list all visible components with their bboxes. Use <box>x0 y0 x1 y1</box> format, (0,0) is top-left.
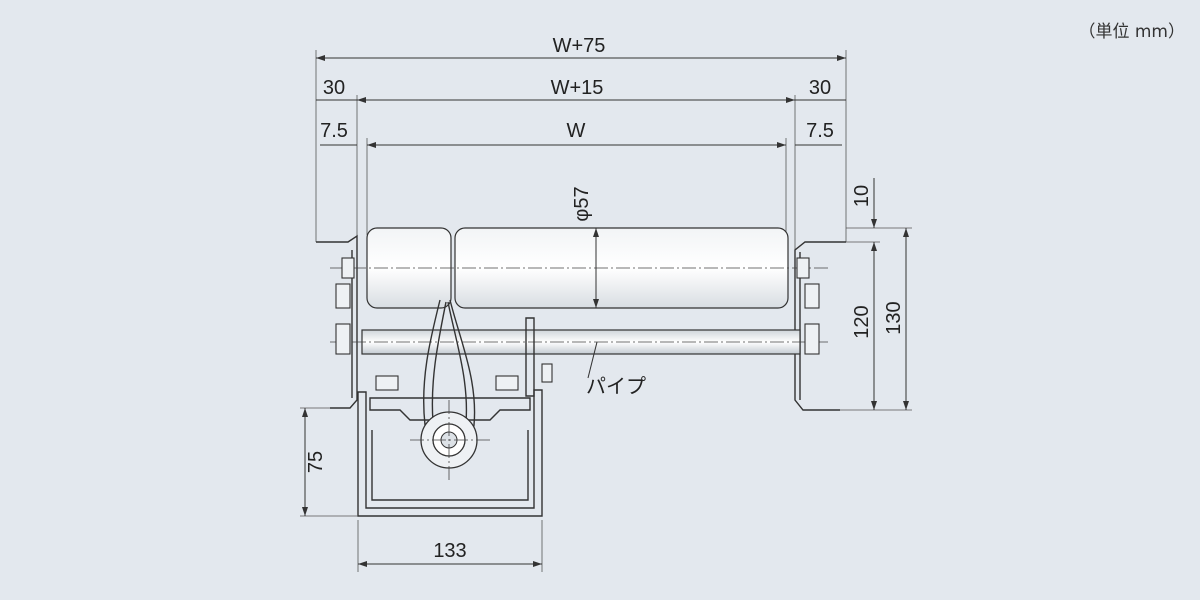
bolts <box>335 257 820 391</box>
dim-left-offset: 30 <box>323 77 345 99</box>
dim-top-gap: 10 <box>851 185 873 207</box>
dim-stand-width: 133 <box>433 540 466 562</box>
bolt-head <box>335 323 351 355</box>
unit-label: （単位 mm） <box>1078 22 1185 42</box>
bolt-head <box>375 375 399 391</box>
dim-inner: W+15 <box>551 77 604 99</box>
stand-width-dimension: 133 <box>358 540 542 567</box>
dim-left-gap: 7.5 <box>320 120 348 142</box>
stand-height-dimension: 75 <box>302 408 327 516</box>
bolt-head <box>341 257 355 279</box>
bolt-head <box>541 363 553 383</box>
dim-height-120: 120 <box>851 305 873 338</box>
dim-diameter: φ57 <box>571 186 593 221</box>
extension-lines <box>315 50 847 250</box>
dim-overall: W+75 <box>553 35 606 57</box>
bolt-head <box>804 283 820 309</box>
right-dimensions: 10 120 130 <box>840 178 912 411</box>
bolt-head <box>804 323 820 355</box>
dim-roller: W <box>567 120 586 142</box>
dim-height-130: 130 <box>883 301 905 334</box>
pipe: パイプ <box>330 329 830 398</box>
bolt-head <box>335 283 351 309</box>
top-dimensions: W+75 W+15 30 30 W 7.5 7.5 <box>316 35 846 148</box>
dim-stand-height: 75 <box>305 451 327 473</box>
dim-right-offset: 30 <box>809 77 831 99</box>
roller <box>330 227 830 309</box>
dim-right-gap: 7.5 <box>806 120 834 142</box>
pipe-label: パイプ <box>586 376 646 398</box>
diameter-dimension: φ57 <box>571 186 599 308</box>
stand <box>300 317 543 572</box>
bolt-head <box>796 257 810 279</box>
pipe-leader <box>587 341 598 379</box>
bolt-head <box>495 375 519 391</box>
